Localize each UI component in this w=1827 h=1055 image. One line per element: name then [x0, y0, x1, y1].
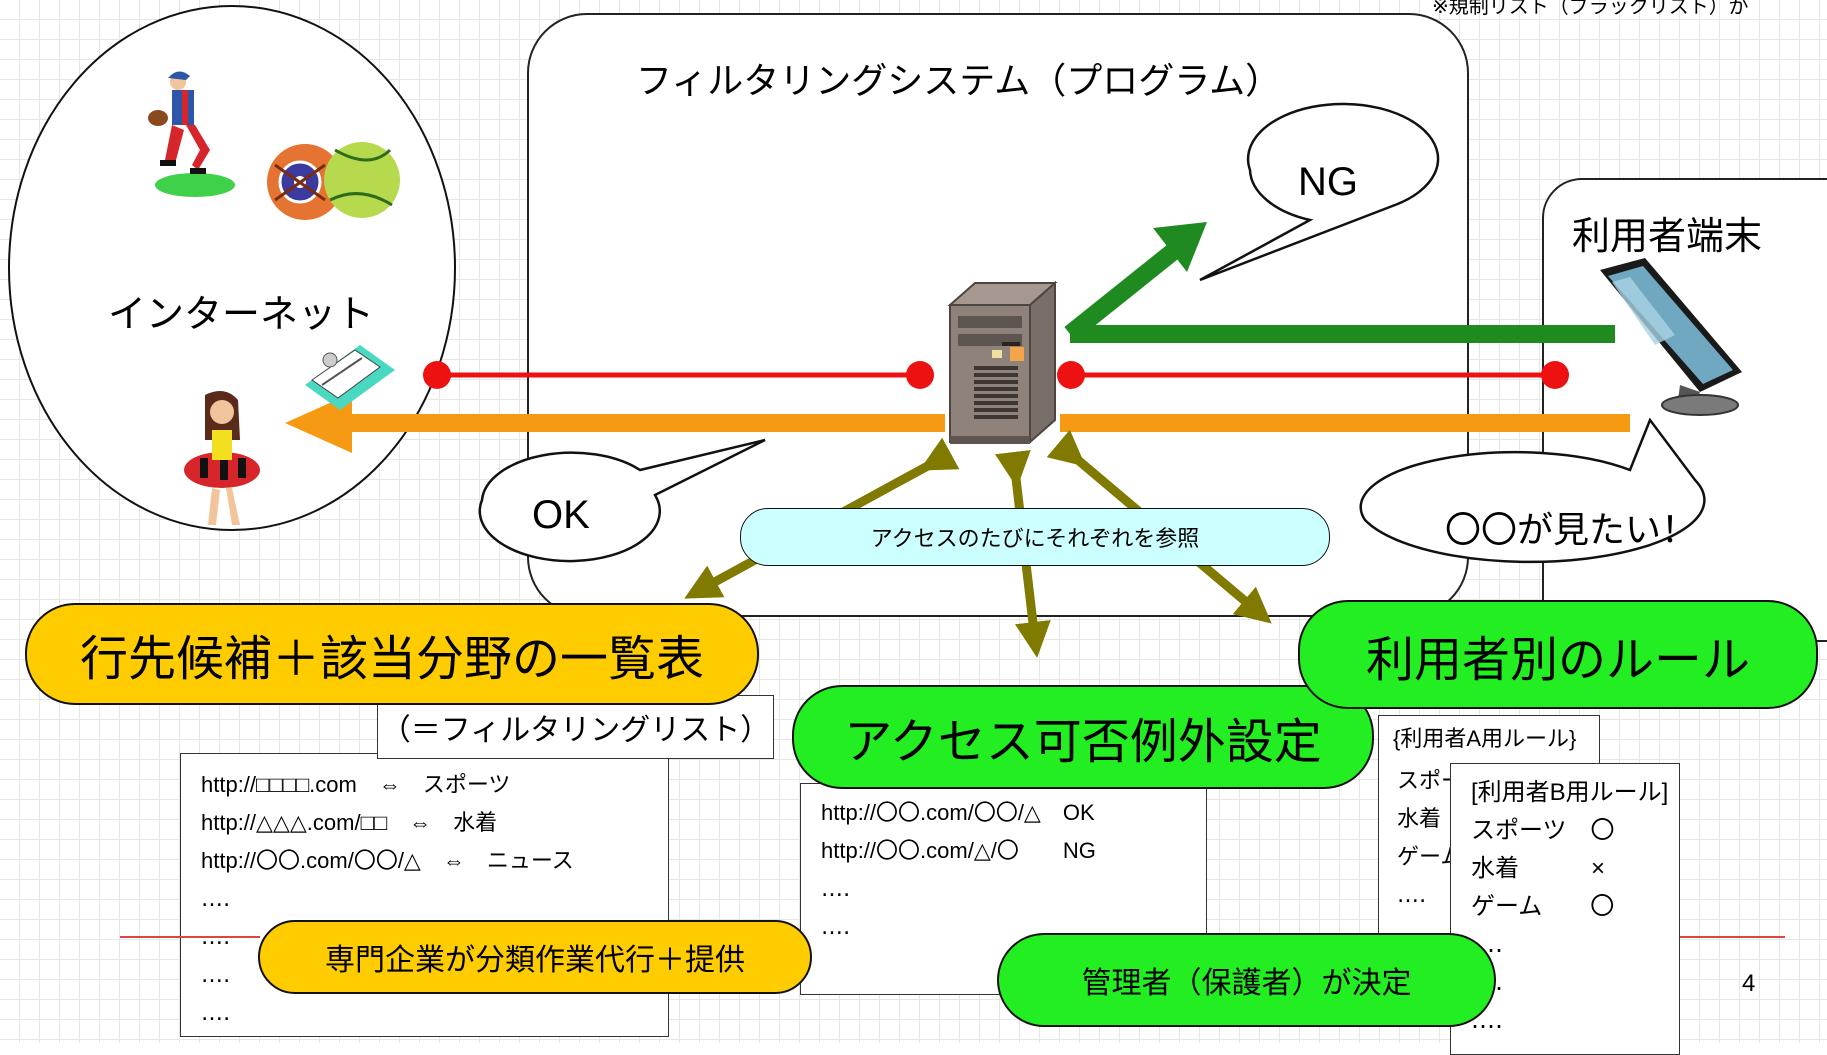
baseball-player-icon [148, 71, 235, 197]
rule-b-line: スポーツ 〇 [1471, 817, 1615, 844]
rule-b-line: 水着 × [1471, 855, 1606, 882]
rule-a-line: ‥‥ [1397, 882, 1427, 907]
user-bubble-text: 〇〇が見たい！ [1445, 510, 1698, 551]
user-bubble [1359, 417, 1706, 564]
list-entry: http://□□□□.com ⇔ スポーツ [201, 772, 511, 797]
vendor-note: 専門企業が分類作業代行＋提供 [258, 920, 812, 994]
monitor-icon [1600, 258, 1742, 416]
list-entry: ‥‥ [201, 886, 231, 911]
ng-bubble [1199, 102, 1440, 282]
rule-b-line: ‥‥ [1471, 964, 1668, 1002]
list-table-title: 行先候補＋該当分野の一覧表 [25, 603, 759, 705]
server-icon [947, 280, 1058, 445]
footer-rule-right [1680, 936, 1785, 938]
ok-arrow [285, 393, 1630, 453]
map-globe-icon [267, 142, 400, 220]
filtering-list-table: http://□□□□.com ⇔ スポーツ http://△△△.com/□□… [180, 753, 669, 1037]
list-entry: ‥‥ [201, 1000, 231, 1025]
user-rule-b-box: [利用者B用ルール] スポーツ 〇 水着 × ゲーム 〇 ‥‥ ‥‥ ‥‥ [1450, 763, 1680, 1055]
rule-b-line: ゲーム 〇 [1471, 893, 1615, 920]
page-number: 4 [1742, 970, 1756, 997]
internet-label: インターネット [108, 292, 375, 336]
list-entry: http://△△△.com/□□ ⇔ 水着 [201, 810, 498, 835]
request-line-left [423, 361, 934, 389]
rule-a-line: 水着 [1397, 806, 1442, 831]
list-entry: http://〇〇.com/〇〇/△ ⇔ ニュース [201, 848, 574, 873]
exception-entry: ‥‥ [821, 876, 851, 901]
user-terminal-label: 利用者端末 [1572, 214, 1763, 258]
filtering-system-title: フィルタリングシステム（プログラム） [636, 61, 1282, 102]
admin-note: 管理者（保護者）が決定 [997, 933, 1496, 1027]
request-line-right [1057, 361, 1569, 389]
exception-entry: ‥‥ [821, 914, 851, 939]
exception-entry: http://〇〇.com/△/〇 NG [821, 838, 1096, 863]
swimmer-girl-icon [184, 391, 260, 525]
exception-entry: http://〇〇.com/〇〇/△ OK [821, 800, 1095, 825]
ng-arrow [1064, 222, 1615, 343]
top-right-note: ※規制リスト（ブラックリスト）が [1432, 0, 1749, 18]
ng-bubble-text: NG [1298, 160, 1358, 204]
reference-caption: アクセスのたびにそれぞれを参照 [740, 508, 1330, 566]
ok-bubble-text: OK [532, 493, 590, 537]
rule-a-header: {利用者A用ルール} [1393, 726, 1577, 751]
note-pin-icon [305, 345, 395, 410]
list-entry: ‥‥ [201, 962, 231, 987]
access-exception-title: アクセス可否例外設定 [792, 685, 1374, 789]
user-rules-title: 利用者別のルール [1298, 600, 1818, 709]
footer-rule-left [120, 936, 260, 938]
ok-bubble [478, 438, 766, 563]
rule-b-line: ‥‥ [1471, 931, 1504, 958]
rule-b-header: [利用者B用ルール] [1471, 779, 1669, 806]
rule-b-line: ‥‥ [1471, 1007, 1504, 1034]
